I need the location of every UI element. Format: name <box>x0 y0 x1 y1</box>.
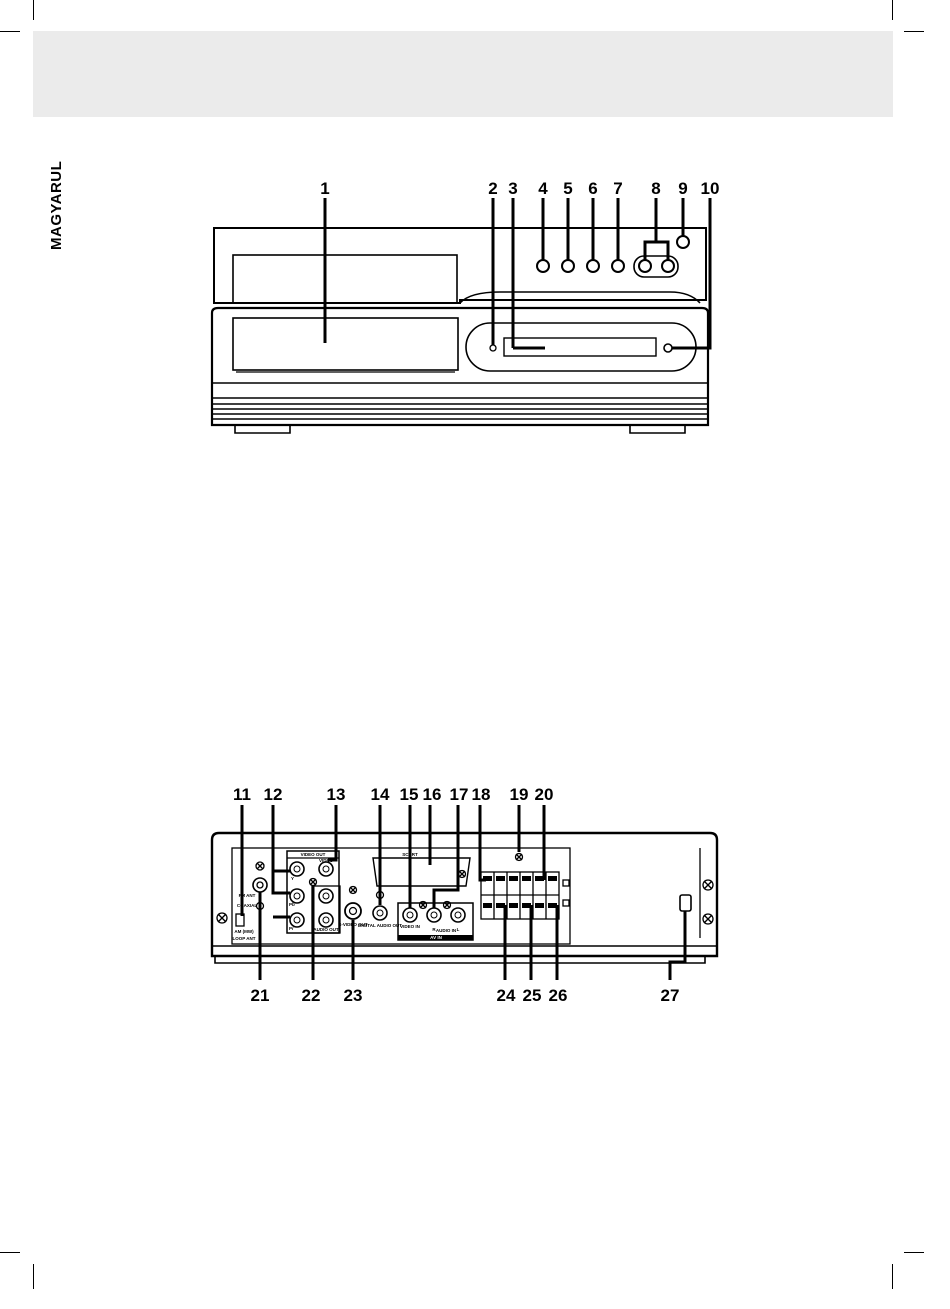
audio-out-r-jack <box>319 913 333 927</box>
digital-audio-jack <box>373 906 387 920</box>
s-video-jack <box>345 903 361 919</box>
pr-label: Pr <box>289 926 294 931</box>
callout-18: 18 <box>472 785 491 804</box>
y-label: Y <box>291 876 294 881</box>
fm-antenna-jack <box>253 878 267 892</box>
video-jack <box>319 862 333 876</box>
callout-13: 13 <box>327 785 346 804</box>
callout-16: 16 <box>423 785 442 804</box>
video-out-label: VIDEO OUT <box>301 852 326 857</box>
callout-19: 19 <box>510 785 529 804</box>
callout-17: 17 <box>450 785 469 804</box>
digital-audio-out-label: DIGITAL AUDIO OUT <box>358 923 402 928</box>
l-label: L <box>457 927 460 932</box>
callout-23: 23 <box>344 986 363 1005</box>
callout-12: 12 <box>264 785 283 804</box>
callout-20: 20 <box>535 785 554 804</box>
scart-connector <box>373 858 470 886</box>
callout-24: 24 <box>497 986 516 1005</box>
video-in-jack <box>403 908 417 922</box>
pb-label: Pb <box>289 902 295 907</box>
callout-25: 25 <box>523 986 542 1005</box>
scart-label: SCART <box>402 852 418 857</box>
callout-26: 26 <box>549 986 568 1005</box>
callout-11: 11 <box>233 785 251 804</box>
coaxial-label: COAXIAL <box>237 903 258 908</box>
callout-27: 27 <box>661 986 680 1005</box>
am-label: AM (MW) <box>234 929 254 934</box>
callout-15: 15 <box>400 785 419 804</box>
audio-in-l-jack <box>451 908 465 922</box>
callout-14: 14 <box>371 785 390 804</box>
component-pr-jack <box>290 913 304 927</box>
callout-22: 22 <box>302 986 321 1005</box>
component-pb-jack <box>290 889 304 903</box>
audio-out-l-jack <box>319 889 333 903</box>
component-y-jack <box>290 862 304 876</box>
audio-out-label: AUDIO OUT <box>313 927 339 932</box>
av-in-label: AV IN <box>430 935 442 940</box>
power-cord-grommet <box>680 895 691 911</box>
video-in-label: VIDEO IN <box>400 924 420 929</box>
audio-in-label: AUDIO IN <box>436 928 456 933</box>
rear-inner-panel <box>232 848 570 944</box>
loop-ant-label: LOOP ANT <box>232 936 255 941</box>
fm-ant-label: FM ANT <box>239 893 256 898</box>
video-label: VIDEO <box>319 858 334 863</box>
audio-in-r-jack <box>427 908 441 922</box>
callout-21: 21 <box>251 986 270 1005</box>
